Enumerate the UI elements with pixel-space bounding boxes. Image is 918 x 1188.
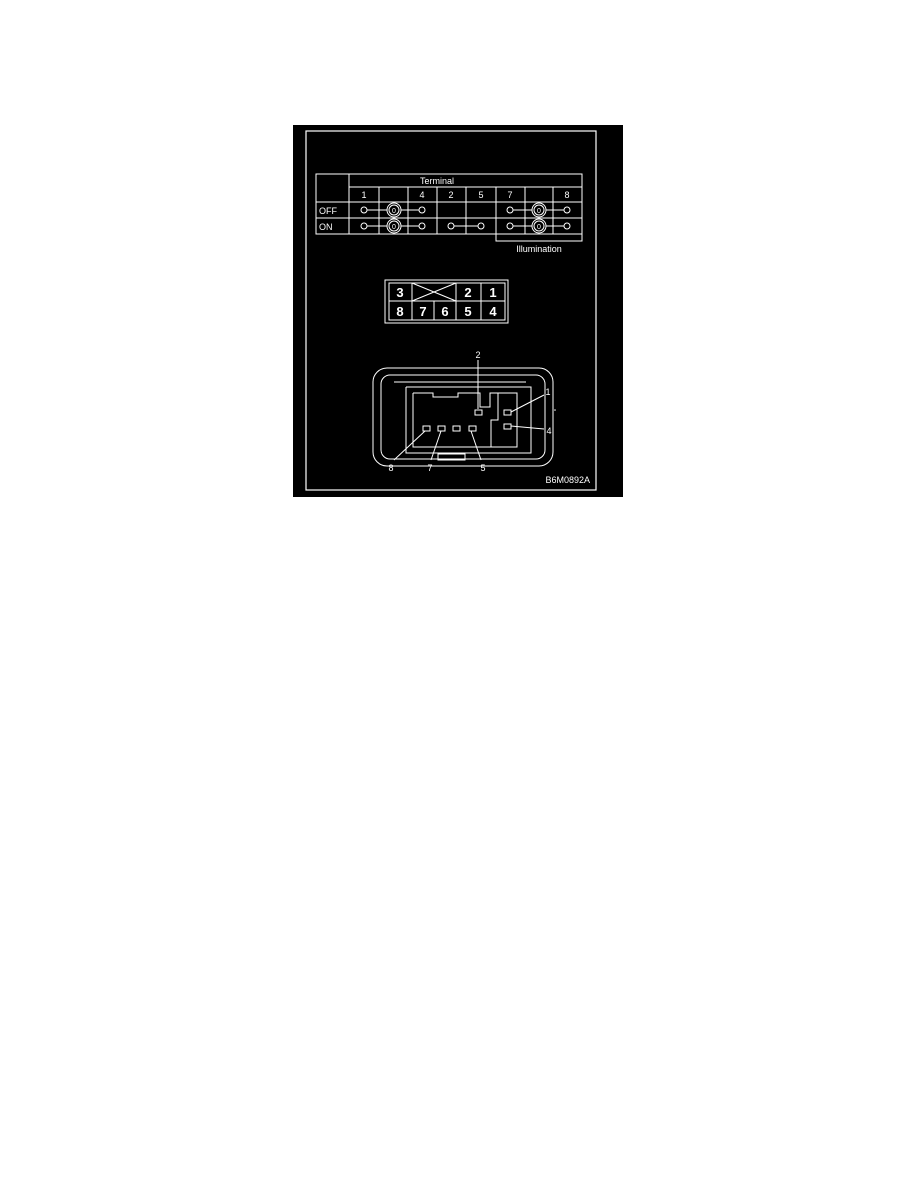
svg-text:0: 0 — [537, 208, 541, 215]
svg-text:2: 2 — [464, 285, 471, 300]
on-row-connections — [360, 218, 571, 234]
pin-8 — [422, 425, 431, 432]
svg-text:0: 0 — [392, 208, 396, 215]
pin-7 — [437, 425, 446, 432]
svg-text:4: 4 — [546, 426, 551, 436]
row-label-on: ON — [319, 222, 333, 232]
table-header-terminal: Terminal — [420, 176, 454, 186]
svg-text:7: 7 — [427, 463, 432, 473]
illumination-label: Illumination — [516, 244, 562, 254]
svg-text:6: 6 — [441, 304, 448, 319]
svg-text:8: 8 — [396, 304, 403, 319]
column-label: 7 — [507, 190, 512, 200]
svg-text:8: 8 — [388, 463, 393, 473]
row-label-off: OFF — [319, 206, 337, 216]
svg-text:1: 1 — [489, 285, 496, 300]
column-label: 4 — [419, 190, 424, 200]
column-label: 5 — [478, 190, 483, 200]
terminal-layout-grid — [384, 279, 509, 324]
switch-connector-diagram: Terminal 1 4 2 5 7 8 OFF ON Illumination — [305, 130, 597, 491]
svg-text:3: 3 — [396, 285, 403, 300]
svg-text:7: 7 — [419, 304, 426, 319]
svg-text:2: 2 — [475, 350, 480, 360]
column-label: 8 — [564, 190, 569, 200]
pin-6 — [452, 425, 461, 432]
svg-text:0: 0 — [392, 224, 396, 231]
off-row-connections — [360, 202, 571, 218]
figure-frame — [305, 130, 597, 491]
pin-1 — [503, 409, 512, 416]
svg-text:5: 5 — [464, 304, 471, 319]
bulb-symbols: 0 0 0 0 — [392, 208, 541, 231]
connector-callouts: 2 1 4 8 7 5 — [388, 350, 551, 473]
svg-text:1: 1 — [545, 387, 550, 397]
pin-2 — [474, 409, 483, 416]
column-label: 1 — [361, 190, 366, 200]
pin-5 — [468, 425, 477, 432]
column-label: 2 — [448, 190, 453, 200]
pin-4 — [503, 423, 512, 430]
diagram-panel: Terminal 1 4 2 5 7 8 OFF ON Illumination — [293, 125, 623, 497]
terminal-numbers: 3 2 1 8 7 6 5 4 — [396, 285, 497, 319]
table-column-labels: 1 4 2 5 7 8 — [361, 190, 569, 200]
figure-id-code: B6M0892A — [545, 475, 590, 485]
connector-drawing — [372, 360, 554, 467]
svg-text:0: 0 — [537, 224, 541, 231]
svg-text:4: 4 — [489, 304, 497, 319]
speck — [554, 409, 556, 411]
svg-text:5: 5 — [480, 463, 485, 473]
